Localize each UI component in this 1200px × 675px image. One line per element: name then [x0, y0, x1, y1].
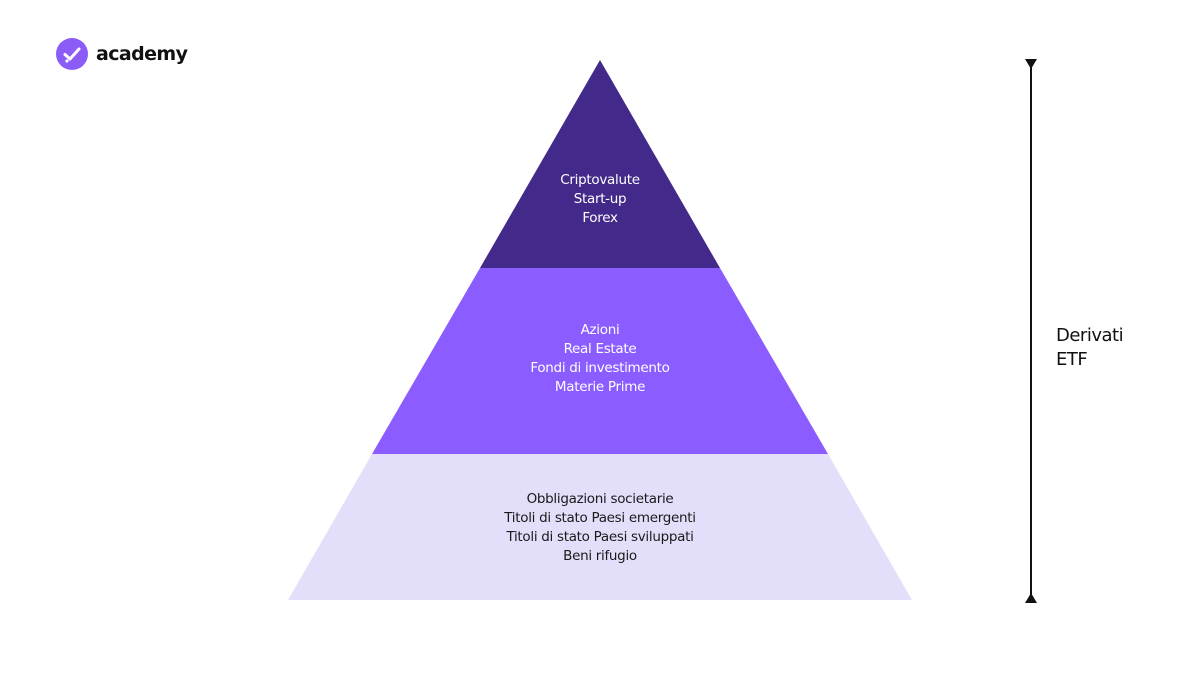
tier-item: Materie Prime: [554, 379, 646, 395]
tier-item: Beni rifugio: [563, 548, 637, 564]
checkmark-logo-icon: [56, 38, 88, 70]
tier-item: Criptovalute: [560, 172, 640, 188]
pyramid-tier-middle: [372, 268, 828, 454]
tier-item: Start-up: [573, 191, 627, 207]
tier-item: Forex: [582, 210, 618, 226]
tier-bottom-labels: Obbligazioni societarie Titoli di stato …: [300, 490, 900, 566]
tier-item: Azioni: [580, 322, 620, 338]
tier-item: Titoli di stato Paesi emergenti: [504, 510, 696, 526]
arrow-up-icon: [1025, 593, 1037, 603]
tier-item: Fondi di investimento: [530, 360, 670, 376]
brand-name: academy: [96, 43, 188, 65]
tier-item: Real Estate: [563, 341, 637, 357]
tier-item: Titoli di stato Paesi sviluppati: [506, 529, 694, 545]
side-label: Derivati: [1056, 325, 1124, 346]
tier-middle-labels: Azioni Real Estate Fondi di investimento…: [300, 321, 900, 397]
side-label: ETF: [1056, 349, 1088, 370]
brand-logo: academy: [56, 38, 188, 70]
side-labels: Derivati ETF: [1056, 324, 1124, 372]
tier-item: Obbligazioni societarie: [526, 491, 674, 507]
tier-top-labels: Criptovalute Start-up Forex: [300, 171, 900, 228]
pyramid-tier-bottom: [288, 454, 912, 600]
pyramid-tier-top: [480, 60, 720, 268]
side-range-arrow: [1025, 59, 1037, 603]
